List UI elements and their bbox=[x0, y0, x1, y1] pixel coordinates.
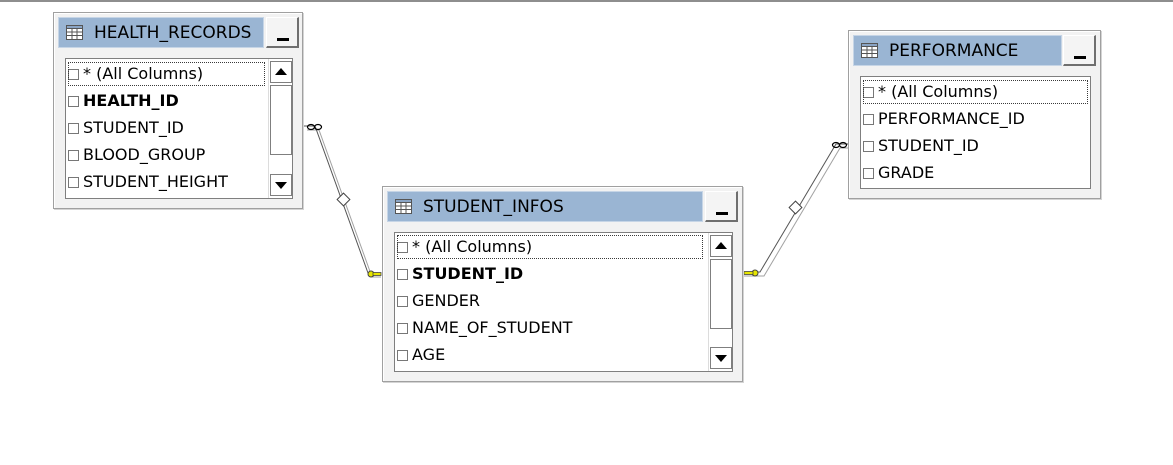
scroll-down-button[interactable] bbox=[710, 347, 732, 369]
column-label: STUDENT_ID bbox=[83, 118, 184, 137]
column-row-grade[interactable]: GRADE bbox=[863, 161, 934, 185]
vertical-scrollbar[interactable] bbox=[268, 59, 292, 198]
title-bar[interactable]: PERFORMANCE bbox=[853, 35, 1062, 66]
title-bar[interactable]: STUDENT_INFOS bbox=[387, 191, 703, 222]
column-label: BLOOD_GROUP bbox=[83, 145, 206, 164]
infinity-end-icon bbox=[831, 141, 848, 149]
column-row-gender[interactable]: GENDER bbox=[397, 289, 480, 313]
column-label: PERFORMANCE_ID bbox=[878, 109, 1025, 128]
key-end-icon bbox=[743, 269, 759, 277]
column-row-health-id[interactable]: HEALTH_ID bbox=[68, 89, 179, 113]
checkbox[interactable] bbox=[68, 96, 79, 107]
column-row-name-of-student[interactable]: NAME_OF_STUDENT bbox=[397, 316, 572, 340]
column-row-student-id[interactable]: STUDENT_ID bbox=[68, 116, 184, 140]
column-label: * (All Columns) bbox=[878, 82, 999, 101]
table-performance[interactable]: PERFORMANCE * (All Columns) PERFORMANCE_… bbox=[848, 30, 1101, 199]
column-row-all[interactable]: * (All Columns) bbox=[863, 80, 1088, 104]
scroll-up-arrow-icon bbox=[715, 242, 727, 249]
key-end-icon bbox=[367, 270, 382, 278]
column-label: * (All Columns) bbox=[412, 237, 533, 256]
table-grid-icon bbox=[395, 199, 412, 214]
checkbox[interactable] bbox=[68, 177, 79, 188]
checkbox[interactable] bbox=[863, 141, 874, 152]
column-row-student-height[interactable]: STUDENT_HEIGHT bbox=[68, 170, 228, 194]
scroll-down-arrow-icon bbox=[275, 182, 287, 189]
table-grid-icon bbox=[861, 43, 878, 58]
column-row-student-id[interactable]: STUDENT_ID bbox=[863, 134, 979, 158]
column-list[interactable]: * (All Columns) PERFORMANCE_ID STUDENT_I… bbox=[860, 76, 1091, 189]
relationship-health-student[interactable] bbox=[303, 123, 382, 278]
column-row-all[interactable]: * (All Columns) bbox=[397, 235, 703, 259]
table-name: HEALTH_RECORDS bbox=[94, 23, 252, 43]
column-label: STUDENT_ID bbox=[412, 264, 524, 283]
checkbox[interactable] bbox=[68, 150, 79, 161]
checkbox[interactable] bbox=[68, 123, 79, 134]
relationship-diamond-icon bbox=[336, 192, 351, 207]
minimize-icon bbox=[277, 38, 289, 41]
scroll-up-arrow-icon bbox=[275, 68, 287, 75]
column-label: NAME_OF_STUDENT bbox=[412, 318, 573, 337]
table-grid-icon bbox=[66, 25, 83, 40]
minimize-icon bbox=[716, 212, 728, 215]
column-label: HEALTH_ID bbox=[83, 91, 179, 110]
minimize-icon bbox=[1074, 56, 1086, 59]
minimize-button[interactable] bbox=[266, 17, 299, 48]
relationship-performance-student[interactable] bbox=[743, 141, 848, 277]
column-label: AGE bbox=[412, 345, 446, 364]
column-row-performance-id[interactable]: PERFORMANCE_ID bbox=[863, 107, 1025, 131]
scroll-thumb[interactable] bbox=[270, 85, 292, 155]
checkbox[interactable] bbox=[397, 323, 408, 334]
vertical-scrollbar[interactable] bbox=[708, 233, 732, 371]
table-name: PERFORMANCE bbox=[889, 41, 1019, 61]
column-list[interactable]: * (All Columns) STUDENT_ID GENDER NAME_O… bbox=[394, 232, 733, 372]
minimize-button[interactable] bbox=[705, 191, 738, 222]
table-student-infos[interactable]: STUDENT_INFOS * (All Columns) STUDENT_ID… bbox=[382, 186, 743, 382]
title-bar[interactable]: HEALTH_RECORDS bbox=[58, 17, 264, 48]
column-row-all[interactable]: * (All Columns) bbox=[68, 62, 265, 86]
infinity-end-icon bbox=[306, 123, 323, 131]
column-label: * (All Columns) bbox=[83, 64, 204, 83]
checkbox[interactable] bbox=[863, 87, 874, 98]
scroll-thumb[interactable] bbox=[710, 259, 732, 329]
checkbox[interactable] bbox=[397, 296, 408, 307]
checkbox[interactable] bbox=[863, 114, 874, 125]
scroll-up-button[interactable] bbox=[270, 61, 292, 83]
column-row-age[interactable]: AGE bbox=[397, 343, 445, 367]
checkbox[interactable] bbox=[397, 350, 408, 361]
column-label: GENDER bbox=[412, 291, 481, 310]
checkbox[interactable] bbox=[863, 168, 874, 179]
checkbox[interactable] bbox=[68, 69, 79, 80]
table-name: STUDENT_INFOS bbox=[423, 197, 564, 217]
column-label: STUDENT_ID bbox=[878, 136, 979, 155]
minimize-button[interactable] bbox=[1063, 35, 1096, 66]
table-health-records[interactable]: HEALTH_RECORDS * (All Columns) HEALTH_ID… bbox=[53, 12, 303, 209]
column-list[interactable]: * (All Columns) HEALTH_ID STUDENT_ID BLO… bbox=[65, 58, 293, 199]
scroll-up-button[interactable] bbox=[710, 235, 732, 257]
column-row-student-id[interactable]: STUDENT_ID bbox=[397, 262, 523, 286]
column-row-blood-group[interactable]: BLOOD_GROUP bbox=[68, 143, 205, 167]
relationship-diamond-icon bbox=[788, 200, 803, 215]
column-label: STUDENT_HEIGHT bbox=[83, 172, 228, 191]
checkbox[interactable] bbox=[397, 242, 408, 253]
top-border bbox=[0, 0, 1173, 2]
checkbox[interactable] bbox=[397, 269, 408, 280]
column-label: GRADE bbox=[878, 163, 935, 182]
scroll-down-arrow-icon bbox=[715, 355, 727, 362]
scroll-down-button[interactable] bbox=[270, 174, 292, 196]
